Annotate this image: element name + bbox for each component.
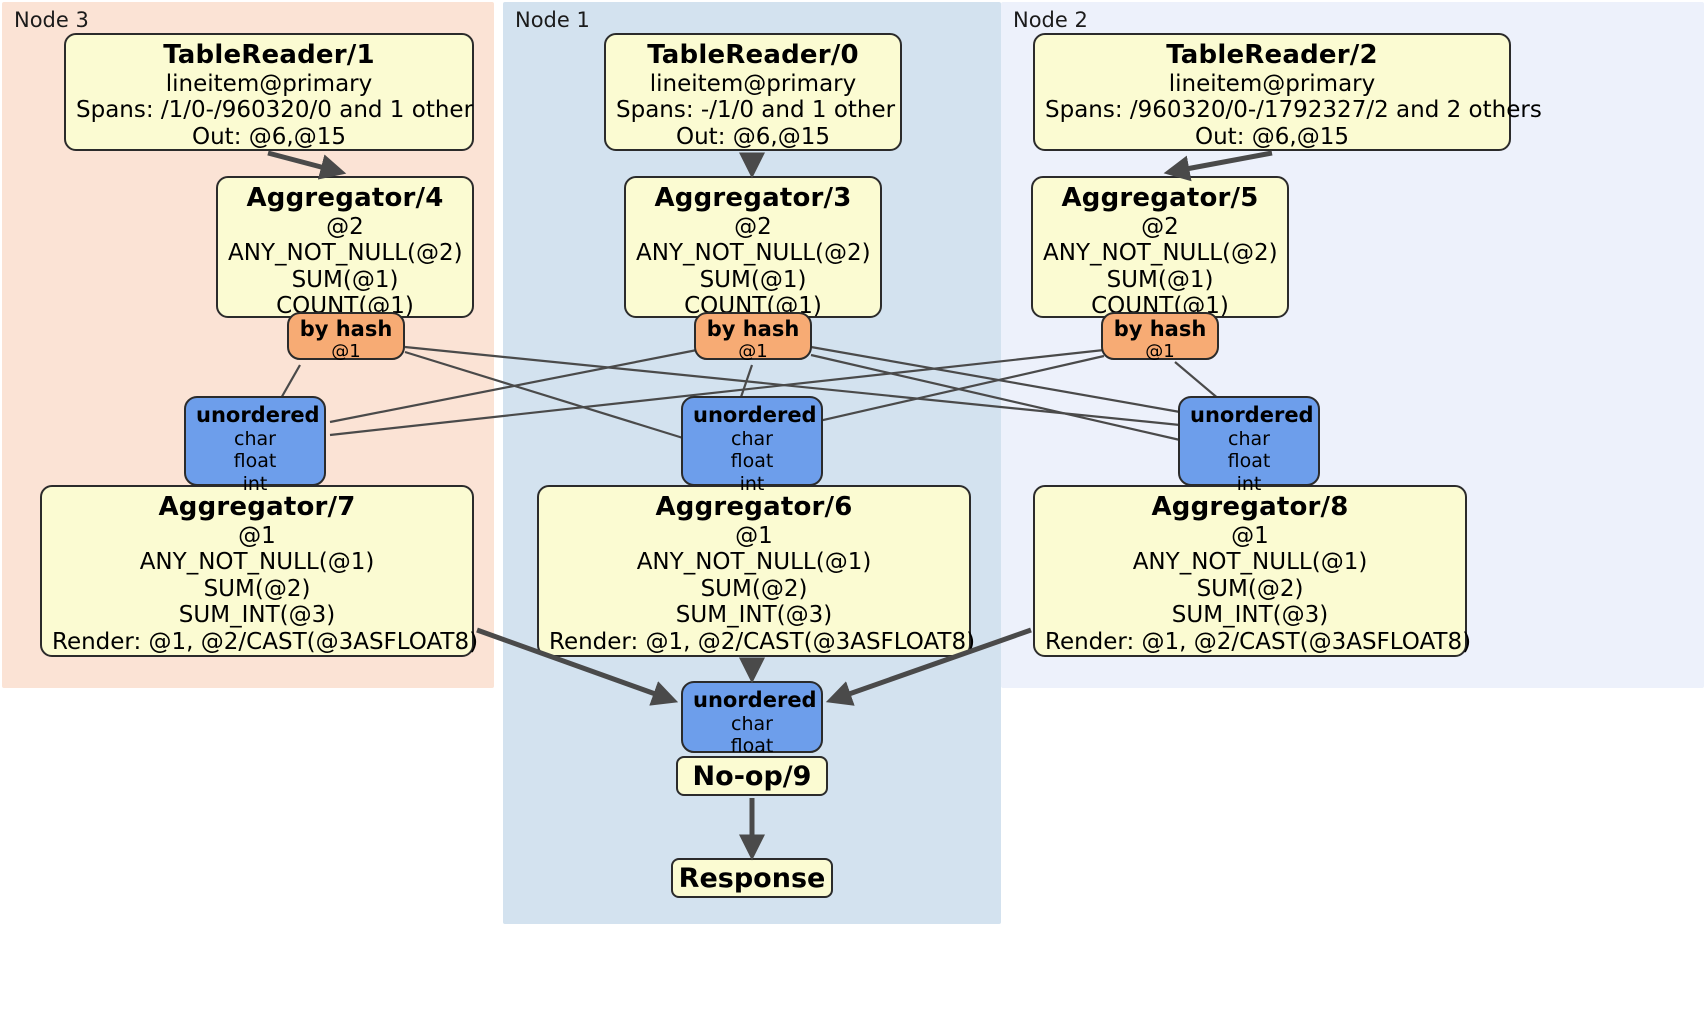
aggregator-7-agg3: SUM_INT(@3) — [178, 602, 336, 629]
synchronizer-right-type-0: char — [1228, 427, 1270, 450]
aggregator-6-render: Render: @1, @2/CAST(@3ASFLOAT8) — [549, 628, 976, 655]
no-op-9-label: No-op/9 — [692, 760, 812, 792]
hash-router-5[interactable]: by hash @1 — [1101, 312, 1219, 362]
aggregator-3-group: @2 — [734, 213, 772, 240]
aggregator-8-agg3: SUM_INT(@3) — [1171, 602, 1329, 629]
table-reader-0-box[interactable]: TableReader/0 lineitem@primary Spans: -/… — [604, 33, 902, 151]
hash-router-5-title: by hash — [1113, 317, 1207, 341]
aggregator-4-agg2: SUM(@1) — [291, 266, 399, 293]
table-reader-1-title: TableReader/1 — [163, 40, 375, 70]
aggregator-6-agg1: ANY_NOT_NULL(@1) — [636, 549, 872, 576]
table-reader-1-out: Out: @6,@15 — [192, 123, 346, 150]
aggregator-6-title: Aggregator/6 — [655, 492, 853, 522]
aggregator-6-box[interactable]: Aggregator/6 @1 ANY_NOT_NULL(@1) SUM(@2)… — [537, 485, 976, 657]
synchronizer-final[interactable]: unordered char float — [681, 681, 823, 757]
aggregator-4-agg1: ANY_NOT_NULL(@2) — [228, 240, 463, 267]
synchronizer-left-title: unordered — [196, 403, 320, 427]
table-reader-2-spans: Spans: /960320/0-/1792327/2 and 2 others — [1045, 97, 1542, 124]
synchronizer-final-title: unordered — [693, 688, 817, 712]
table-reader-0-table: lineitem@primary — [649, 70, 857, 97]
aggregator-4-title: Aggregator/4 — [246, 183, 444, 213]
table-reader-0-out: Out: @6,@15 — [676, 123, 830, 150]
table-reader-2-title: TableReader/2 — [1166, 40, 1378, 70]
aggregator-5-title: Aggregator/5 — [1061, 183, 1259, 213]
synchronizer-middle-type-2: int — [739, 472, 765, 495]
aggregator-3-agg1: ANY_NOT_NULL(@2) — [636, 240, 871, 267]
hash-router-4-column: @1 — [331, 340, 361, 362]
aggregator-7-group: @1 — [238, 522, 276, 549]
aggregator-5-box[interactable]: Aggregator/5 @2 ANY_NOT_NULL(@2) SUM(@1)… — [1031, 176, 1289, 319]
synchronizer-right-type-2: int — [1236, 472, 1262, 495]
synchronizer-left-type-0: char — [234, 427, 276, 450]
hash-router-4-title: by hash — [299, 317, 393, 341]
synchronizer-middle-type-1: float — [730, 450, 774, 473]
aggregator-6-agg3: SUM_INT(@3) — [675, 602, 833, 629]
aggregator-6-agg2: SUM(@2) — [700, 575, 808, 602]
synchronizer-right-title: unordered — [1190, 403, 1314, 427]
table-reader-0-title: TableReader/0 — [647, 40, 859, 70]
table-reader-1-box[interactable]: TableReader/1 lineitem@primary Spans: /1… — [64, 33, 474, 151]
aggregator-5-agg1: ANY_NOT_NULL(@2) — [1043, 240, 1278, 267]
hash-router-5-column: @1 — [1145, 340, 1175, 362]
aggregator-7-agg1: ANY_NOT_NULL(@1) — [139, 549, 375, 576]
aggregator-8-agg1: ANY_NOT_NULL(@1) — [1132, 549, 1368, 576]
node-panel-label-node2: Node 2 — [1013, 8, 1088, 32]
synchronizer-middle-type-0: char — [731, 427, 773, 450]
table-reader-1-spans: Spans: /1/0-/960320/0 and 1 other — [76, 97, 474, 124]
aggregator-7-render: Render: @1, @2/CAST(@3ASFLOAT8) — [52, 628, 479, 655]
response-box[interactable]: Response — [671, 858, 833, 898]
node-panel-label-node1: Node 1 — [515, 8, 590, 32]
table-reader-2-table: lineitem@primary — [1168, 70, 1376, 97]
aggregator-3-title: Aggregator/3 — [654, 183, 852, 213]
synchronizer-final-type-1: float — [730, 735, 774, 758]
aggregator-4-box[interactable]: Aggregator/4 @2 ANY_NOT_NULL(@2) SUM(@1)… — [216, 176, 474, 319]
hash-router-3-title: by hash — [706, 317, 800, 341]
aggregator-7-box[interactable]: Aggregator/7 @1 ANY_NOT_NULL(@1) SUM(@2)… — [40, 485, 479, 657]
aggregator-6-group: @1 — [735, 522, 773, 549]
synchronizer-right-type-1: float — [1227, 450, 1271, 473]
aggregator-8-group: @1 — [1231, 522, 1269, 549]
synchronizer-left-type-1: float — [233, 450, 277, 473]
aggregator-8-box[interactable]: Aggregator/8 @1 ANY_NOT_NULL(@1) SUM(@2)… — [1033, 485, 1472, 657]
hash-router-3[interactable]: by hash @1 — [694, 312, 812, 362]
synchronizer-middle[interactable]: unordered char float int — [681, 396, 823, 495]
synchronizer-left[interactable]: unordered char float int — [184, 396, 326, 495]
node-panel-label-node3: Node 3 — [14, 8, 89, 32]
aggregator-4-group: @2 — [326, 213, 364, 240]
synchronizer-left-type-2: int — [242, 472, 268, 495]
table-reader-2-out: Out: @6,@15 — [1195, 123, 1349, 150]
aggregator-5-group: @2 — [1141, 213, 1179, 240]
synchronizer-middle-title: unordered — [693, 403, 817, 427]
response-label: Response — [678, 862, 826, 894]
aggregator-3-agg2: SUM(@1) — [699, 266, 807, 293]
aggregator-8-title: Aggregator/8 — [1151, 492, 1349, 522]
hash-router-4[interactable]: by hash @1 — [287, 312, 405, 362]
synchronizer-right[interactable]: unordered char float int — [1178, 396, 1320, 495]
aggregator-8-agg2: SUM(@2) — [1196, 575, 1304, 602]
table-reader-1-table: lineitem@primary — [165, 70, 373, 97]
table-reader-0-spans: Spans: -/1/0 and 1 other — [616, 97, 896, 124]
hash-router-3-column: @1 — [738, 340, 768, 362]
table-reader-2-box[interactable]: TableReader/2 lineitem@primary Spans: /9… — [1033, 33, 1542, 151]
aggregator-5-agg2: SUM(@1) — [1106, 266, 1214, 293]
aggregator-7-agg2: SUM(@2) — [203, 575, 311, 602]
aggregator-3-box[interactable]: Aggregator/3 @2 ANY_NOT_NULL(@2) SUM(@1)… — [624, 176, 882, 319]
synchronizer-final-type-0: char — [731, 712, 773, 735]
aggregator-7-title: Aggregator/7 — [158, 492, 356, 522]
aggregator-8-render: Render: @1, @2/CAST(@3ASFLOAT8) — [1045, 628, 1472, 655]
no-op-9-box[interactable]: No-op/9 — [676, 756, 828, 796]
